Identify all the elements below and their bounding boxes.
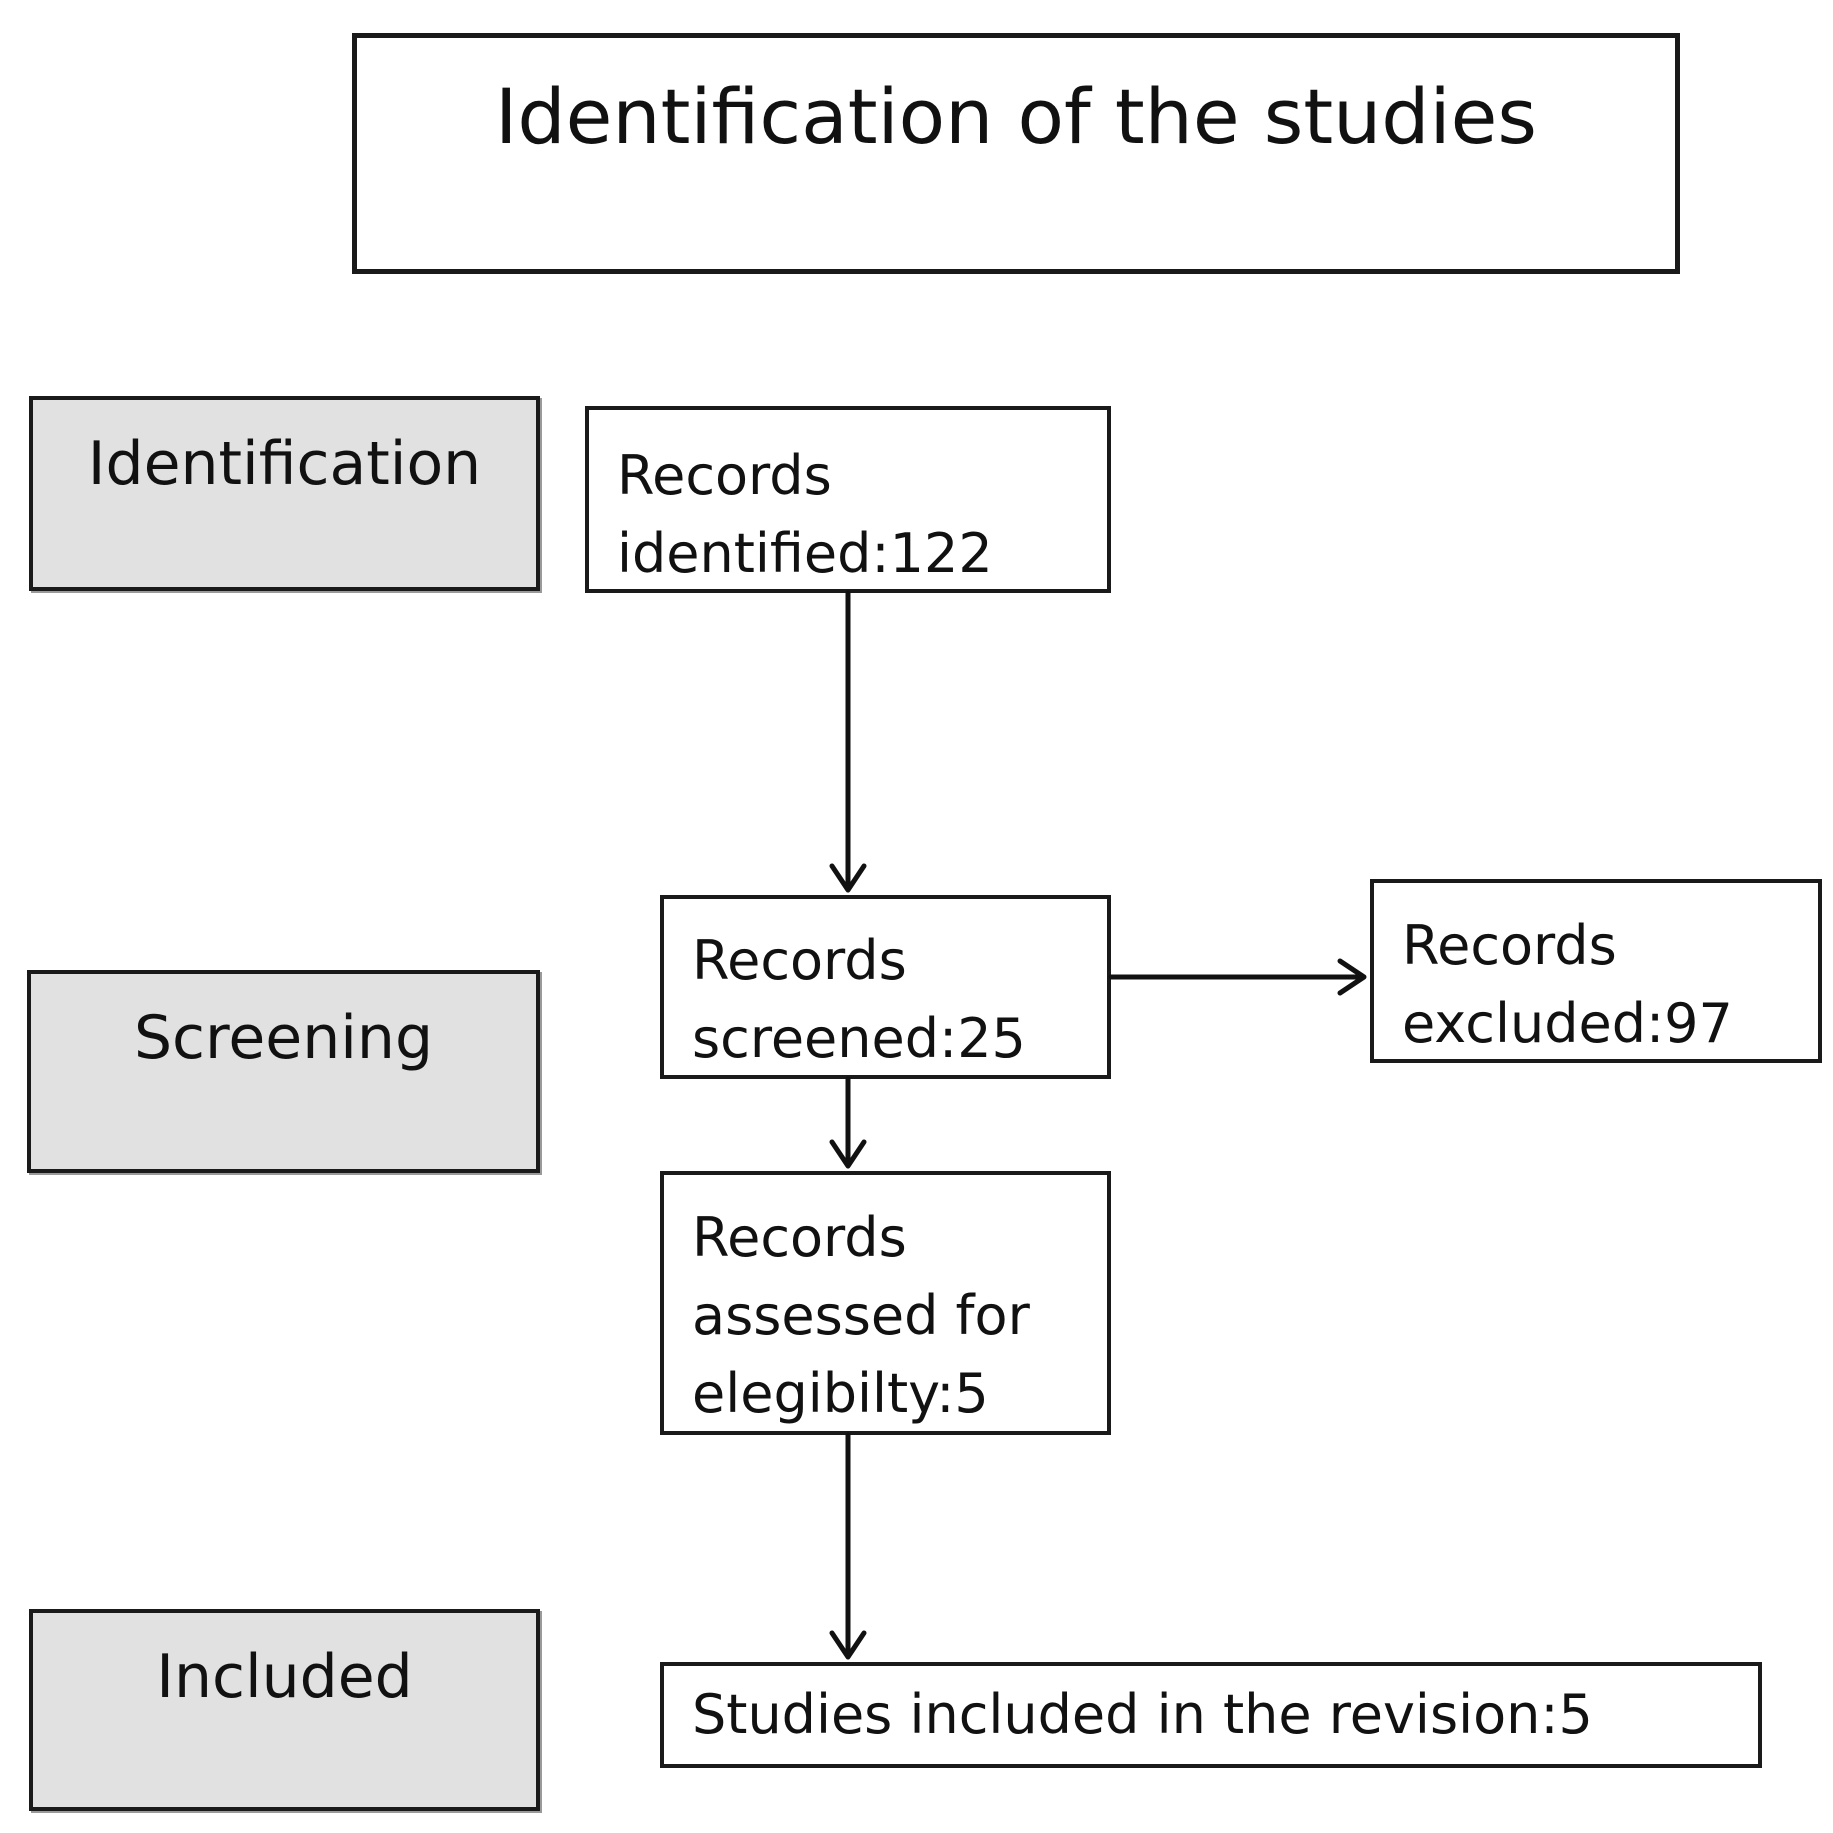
records-screened-line-2: screened:25 (692, 1007, 1026, 1070)
arrow-identified-to-screened (829, 590, 867, 893)
stage-identification-label: Identification (87, 429, 482, 499)
records-screened-text: Records screened:25 (692, 922, 1026, 1078)
records-assessed-line-3: elegibilty:5 (692, 1362, 989, 1425)
arrow-assessed-to-included (829, 1432, 867, 1660)
records-identified-box: Records identified:122 (585, 406, 1111, 593)
stage-included-label: Included (156, 1642, 413, 1712)
records-screened-line-1: Records (692, 929, 907, 992)
studies-included-text: Studies included in the revision:5 (692, 1676, 1593, 1754)
records-assessed-line-1: Records (692, 1206, 907, 1269)
arrow-screened-to-assessed (829, 1076, 867, 1169)
arrow-screened-to-excluded (1108, 958, 1367, 996)
records-identified-text: Records identified:122 (617, 437, 993, 593)
records-excluded-line-2: excluded:97 (1402, 992, 1733, 1055)
records-excluded-box: Records excluded:97 (1370, 879, 1822, 1063)
records-excluded-text: Records excluded:97 (1402, 907, 1733, 1063)
stage-screening-label: Screening (133, 1003, 434, 1073)
stage-screening: Screening (27, 970, 540, 1173)
records-identified-line-2: identified:122 (617, 522, 993, 585)
studies-included-box: Studies included in the revision:5 (660, 1662, 1762, 1768)
stage-included: Included (29, 1609, 540, 1811)
records-assessed-text: Records assessed for elegibilty:5 (692, 1199, 1030, 1433)
records-identified-line-1: Records (617, 444, 832, 507)
diagram-title: Identification of the studies (494, 72, 1538, 161)
title-box: Identification of the studies (352, 33, 1680, 274)
records-screened-box: Records screened:25 (660, 895, 1111, 1079)
records-assessed-box: Records assessed for elegibilty:5 (660, 1171, 1111, 1435)
records-assessed-line-2: assessed for (692, 1284, 1030, 1347)
records-excluded-line-1: Records (1402, 914, 1617, 977)
stage-identification: Identification (29, 396, 540, 591)
studies-included-line-1: Studies included in the revision:5 (692, 1683, 1593, 1746)
